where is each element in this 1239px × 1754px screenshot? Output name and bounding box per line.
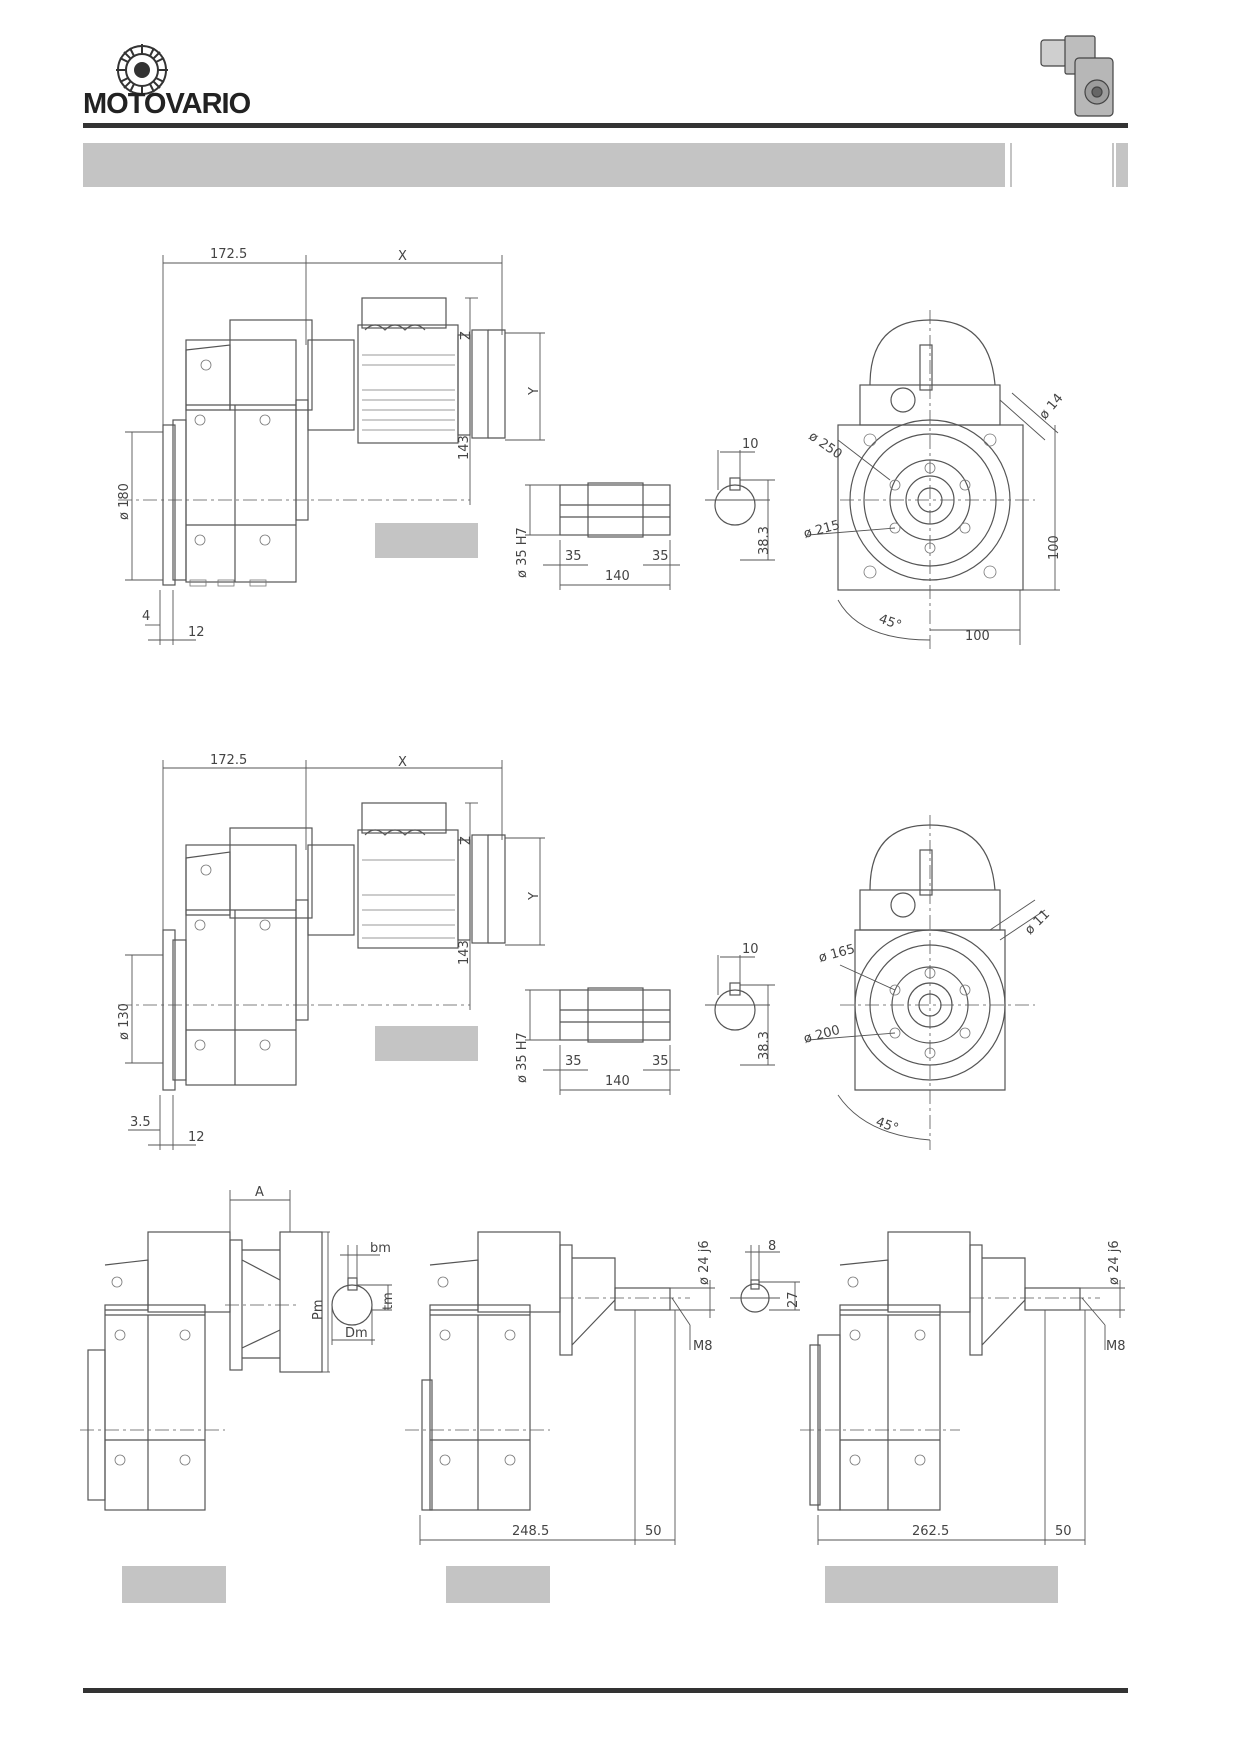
mid-dim-x: X xyxy=(398,755,407,770)
mid-dim-d130: ø 130 xyxy=(117,1003,132,1040)
mid-dim-12: 12 xyxy=(188,1130,205,1145)
mid-shaft-140: 140 xyxy=(605,1074,630,1089)
mid-shaft-35b: 35 xyxy=(652,1054,669,1069)
title-band xyxy=(83,143,1005,187)
header-rule xyxy=(83,123,1128,128)
title-band-end xyxy=(1116,143,1128,187)
top-shaft-35a: 35 xyxy=(565,549,582,564)
top-shaft-d35: ø 35 H7 xyxy=(515,527,530,578)
bottom-dim-50b: 50 xyxy=(1055,1524,1072,1539)
brand-wordmark: MOTOVARIO xyxy=(83,88,251,120)
title-band-box xyxy=(1010,143,1114,187)
top-dim-12: 12 xyxy=(188,625,205,640)
top-flange-100v: 100 xyxy=(1047,535,1062,560)
mid-shaft-d35: ø 35 H7 xyxy=(515,1032,530,1083)
top-dim-x: X xyxy=(398,249,407,264)
mid-key-383: 38.3 xyxy=(757,1031,772,1060)
mid-dim-172: 172.5 xyxy=(210,753,247,768)
bottom-dim-bm: bm xyxy=(370,1241,391,1256)
mid-flange-45: 45° xyxy=(874,1115,901,1137)
bottom-dim-tm: tm xyxy=(381,1292,396,1310)
top-dim-d180: ø 180 xyxy=(117,483,132,520)
top-dim-143: 143 xyxy=(457,435,472,460)
top-dim-172: 172.5 xyxy=(210,247,247,262)
bottom-dim-d24b: ø 24 j6 xyxy=(1107,1240,1122,1285)
bottom-dim-8: 8 xyxy=(768,1239,776,1254)
top-shaft-35b: 35 xyxy=(652,549,669,564)
bottom-dim-m8a: M8 xyxy=(693,1339,713,1354)
mid-view-label xyxy=(375,1026,478,1061)
gearmotor-product-icon xyxy=(1040,35,1114,117)
bottom-dim-d24a: ø 24 j6 xyxy=(697,1240,712,1285)
bottom-dim-m8b: M8 xyxy=(1106,1339,1126,1354)
mid-key-10: 10 xyxy=(742,942,759,957)
mid-view-drawing: 172.5 X Z Y 143 ø 130 3.5 12 ø 35 H7 35 … xyxy=(117,753,1053,1150)
bottom-dim-a: A xyxy=(255,1185,264,1200)
bottom-dim-pm: Pm xyxy=(311,1299,326,1320)
mid-dim-z: Z xyxy=(459,836,474,845)
bottom-dim-27: 27 xyxy=(786,1291,801,1308)
top-view-label xyxy=(375,523,478,558)
top-shaft-140: 140 xyxy=(605,569,630,584)
bottom-dim-dm: Dm xyxy=(345,1326,368,1341)
top-flange-100h: 100 xyxy=(965,629,990,644)
top-dim-y: Y xyxy=(527,387,542,396)
mid-dim-143: 143 xyxy=(457,940,472,965)
bottom-dim-2485: 248.5 xyxy=(512,1524,549,1539)
top-flange-45: 45° xyxy=(877,612,904,634)
top-dim-z: Z xyxy=(459,331,474,340)
mid-dim-35: 3.5 xyxy=(130,1115,151,1130)
mid-shaft-35a: 35 xyxy=(565,1054,582,1069)
bottom-label-1 xyxy=(122,1566,226,1603)
bottom-dim-50a: 50 xyxy=(645,1524,662,1539)
bottom-dim-2625: 262.5 xyxy=(912,1524,949,1539)
top-key-383: 38.3 xyxy=(757,526,772,555)
bottom-label-3 xyxy=(825,1566,1058,1603)
mid-dim-y: Y xyxy=(527,892,542,901)
footer-rule xyxy=(83,1688,1128,1693)
motovario-gear-logo-icon xyxy=(116,44,168,96)
top-dim-4: 4 xyxy=(142,609,150,624)
top-view-drawing: 172.5 X Z Y 143 ø 180 4 12 ø 35 H7 35 35… xyxy=(117,247,1066,650)
top-key-10: 10 xyxy=(742,437,759,452)
bottom-label-2 xyxy=(446,1566,550,1603)
